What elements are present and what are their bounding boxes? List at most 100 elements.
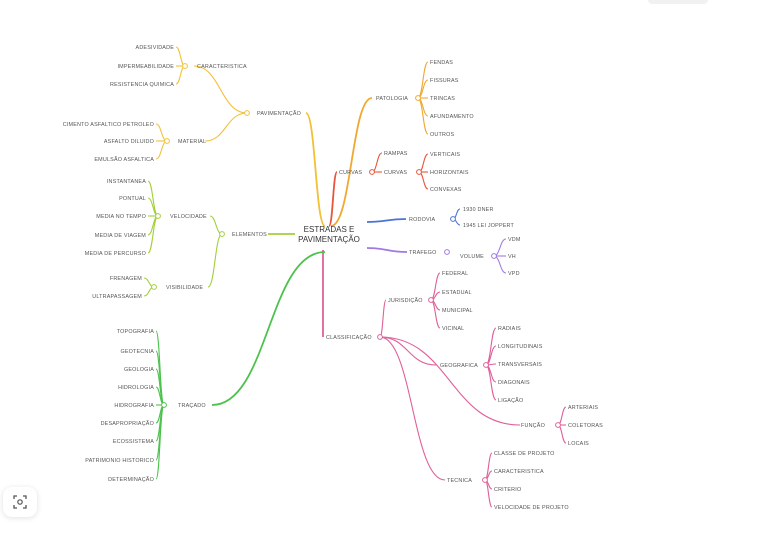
leaf-topic[interactable]: MEDIA NO TEMPO	[96, 214, 146, 220]
subtopic-volume[interactable]: VOLUME	[460, 254, 484, 260]
subtopic-funcao[interactable]: FUNÇÃO	[521, 422, 545, 429]
central-topic[interactable]: ESTRADAS E PAVIMENTAÇÃO	[298, 225, 360, 244]
leaf-topic[interactable]: ADESIVIDADE	[136, 45, 175, 51]
connector-line	[155, 140, 168, 160]
subtopic-velocidade[interactable]: VELOCIDADE	[170, 214, 207, 220]
leaf-topic[interactable]: MUNICIPAL	[442, 308, 473, 314]
branch-knot[interactable]	[555, 422, 561, 428]
branch-pavimentacao[interactable]: PAVIMENTAÇÃO	[257, 110, 301, 117]
leaf-topic[interactable]: DESAPROPRIAÇÃO	[101, 420, 154, 427]
subtopic-geografica[interactable]: GEOGRAFICA	[440, 363, 478, 369]
branch-knot[interactable]	[151, 284, 157, 290]
branch-knot[interactable]	[416, 169, 422, 175]
subtopic-jurisdicao[interactable]: JURISDIÇÃO	[388, 297, 423, 304]
leaf-topic[interactable]: MEDIA DE PERCURSO	[85, 251, 146, 257]
leaf-topic[interactable]: PATRIMONIO HISTORICO	[85, 458, 154, 464]
leaf-topic[interactable]: TOPOGRAFIA	[117, 329, 154, 335]
leaf-topic[interactable]: ASFALTO DILUIDO	[104, 139, 154, 145]
leaf-topic[interactable]: EMULSÃO ASFALTICA	[94, 156, 154, 163]
leaf-topic[interactable]: CONVEXAS	[430, 187, 462, 193]
connector-line	[557, 406, 567, 426]
connector-line	[175, 65, 186, 85]
leaf-topic[interactable]: ESTADUAL	[442, 290, 472, 296]
leaf-topic[interactable]: COLETORAS	[568, 423, 603, 429]
leaf-topic[interactable]: CARACTERISTICA	[494, 469, 544, 475]
branch-knot[interactable]	[444, 249, 450, 255]
subtopic-caracteristica[interactable]: CARACTERISTICA	[197, 64, 247, 70]
branch-patologia[interactable]: PATOLOGIA	[376, 96, 408, 102]
leaf-topic[interactable]: AFUNDAMENTO	[430, 114, 474, 120]
leaf-topic[interactable]: CLASSE DE PROJETO	[494, 451, 555, 457]
leaf-topic[interactable]: HIDROLOGIA	[118, 385, 154, 391]
connector-line	[379, 336, 521, 426]
fit-to-screen-button[interactable]	[3, 487, 37, 517]
leaf-topic[interactable]: LONGITUDINAIS	[498, 344, 543, 350]
branch-rodovia[interactable]: RODOVIA	[409, 217, 435, 223]
leaf-topic[interactable]: RESISTENCIA QUIMICA	[110, 82, 174, 88]
branch-knot[interactable]	[244, 110, 250, 116]
branch-trafego[interactable]: TRAFEGO	[409, 250, 436, 256]
branch-knot[interactable]	[155, 213, 161, 219]
connector-line	[417, 97, 429, 135]
subtopic-material[interactable]: MATERIAL	[178, 139, 206, 145]
leaf-topic[interactable]: FISSURAS	[430, 78, 459, 84]
leaf-topic[interactable]: CRITERIO	[494, 487, 521, 493]
branch-curvas[interactable]: CURVAS	[339, 170, 362, 176]
branch-knot[interactable]	[428, 297, 434, 303]
branch-classificacao[interactable]: CLASSIFICAÇÃO	[326, 334, 372, 341]
leaf-topic[interactable]: TRANSVERSAIS	[498, 362, 542, 368]
leaf-topic[interactable]: VERTICAIS	[430, 152, 460, 158]
branch-knot[interactable]	[219, 231, 225, 237]
leaf-topic[interactable]: FENDAS	[430, 60, 453, 66]
branch-tracado[interactable]: TRAÇADO	[178, 403, 206, 409]
branch-knot[interactable]	[369, 169, 375, 175]
leaf-topic[interactable]: 1945 LEI JOPPERT	[463, 223, 515, 229]
branch-knot[interactable]	[161, 402, 167, 408]
leaf-topic[interactable]: VPD	[508, 271, 520, 277]
subtopic-curvas[interactable]: CURVAS	[384, 170, 407, 176]
leaf-topic[interactable]: VICINAL	[442, 326, 464, 332]
leaf-topic[interactable]: IMPERMEABILIDADE	[117, 64, 174, 70]
leaf-topic[interactable]: DIAGONAIS	[498, 380, 530, 386]
leaf-topic[interactable]: HORIZONTAIS	[430, 170, 469, 176]
leaf-topic[interactable]: LOCAIS	[568, 441, 589, 447]
leaf-topic[interactable]: FEDERAL	[442, 271, 468, 277]
leaf-topic[interactable]: OUTROS	[430, 132, 454, 138]
topic-nodes: PAVIMENTAÇÃO CARACTERISTICA ADESIVIDADE IMP…	[63, 45, 603, 511]
leaf-topic[interactable]: ECOSSISTEMA	[113, 439, 154, 445]
branch-knot[interactable]	[415, 95, 421, 101]
leaf-topic[interactable]: FRENAGEM	[110, 276, 142, 282]
leaf-topic[interactable]: 1930 DNER	[463, 207, 494, 213]
branch-knot[interactable]	[482, 477, 488, 483]
leaf-topic[interactable]: RADIAIS	[498, 326, 521, 332]
branch-knot[interactable]	[182, 63, 188, 69]
fit-screen-icon	[13, 495, 27, 509]
leaf-topic[interactable]: DETERMINAÇÃO	[108, 476, 154, 483]
leaf-topic[interactable]: ULTRAPASSAGEM	[92, 294, 142, 300]
leaf-topic[interactable]: INSTANTANEA	[107, 179, 146, 185]
branch-knot[interactable]	[491, 253, 497, 259]
leaf-topic[interactable]: HIDROGRAFIA	[114, 403, 154, 409]
leaf-topic[interactable]: VH	[508, 254, 516, 260]
main-branch-line	[330, 97, 373, 227]
leaf-topic[interactable]: GEOTECNIA	[120, 349, 154, 355]
branch-knot[interactable]	[483, 362, 489, 368]
leaf-topic[interactable]: PONTUAL	[119, 196, 146, 202]
top-toolbar-edge	[648, 0, 708, 4]
branch-knot[interactable]	[377, 334, 383, 340]
leaf-topic[interactable]: CIMENTO ASFALTICO PETROLEO	[63, 122, 154, 128]
leaf-topic[interactable]: MEDIA DE VIAGEM	[95, 233, 147, 239]
leaf-topic[interactable]: TRINCAS	[430, 96, 455, 102]
leaf-topic[interactable]: LIGAÇÃO	[498, 397, 523, 404]
branch-knot[interactable]	[164, 138, 170, 144]
subtopic-tecnica[interactable]: TECNICA	[447, 478, 472, 484]
leaf-topic[interactable]: ARTERIAIS	[568, 405, 598, 411]
leaf-topic[interactable]: VELOCIDADE DE PROJETO	[494, 505, 569, 511]
branch-knot[interactable]	[450, 216, 456, 222]
subtopic-rampas[interactable]: RAMPAS	[384, 151, 408, 157]
leaf-topic[interactable]: GEOLOGIA	[124, 367, 154, 373]
branch-elementos[interactable]: ELEMENTOS	[232, 232, 267, 238]
leaf-topic[interactable]: VDM	[508, 237, 521, 243]
subtopic-visibilidade[interactable]: VISIBILIDADE	[166, 285, 203, 291]
